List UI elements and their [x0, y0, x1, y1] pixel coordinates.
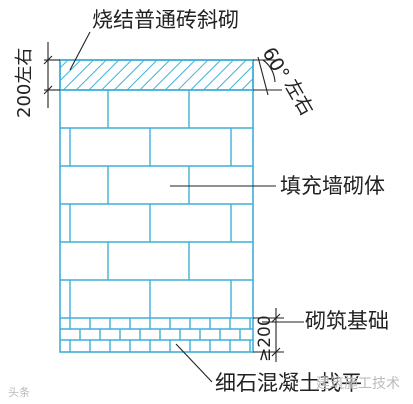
infill-brick-body [60, 89, 253, 319]
bottom-leader [175, 343, 213, 383]
bottom-material-label: 细石混凝土找平 [215, 371, 362, 395]
wall-outline [59, 59, 254, 353]
base-height-label: ≥200 [255, 315, 275, 362]
watermark-right: 建筑施工技术 [316, 376, 400, 392]
base-material-label: 砌筑基础 [305, 309, 389, 333]
angle-note-label: 左右 [280, 76, 318, 120]
infill-label: 填充墙砌体 [280, 174, 385, 198]
watermark-left: 头条 [8, 385, 30, 399]
base-brick-course [60, 318, 253, 352]
top-material-label: 烧结普通砖斜砌 [92, 8, 239, 32]
angle-annotation [253, 56, 282, 96]
left-height-label: 200左右 [14, 48, 35, 118]
left-dimension [43, 42, 60, 108]
inclined-brick-course [59, 59, 254, 91]
base-dimension [253, 308, 284, 362]
top-label-leader [69, 31, 91, 71]
